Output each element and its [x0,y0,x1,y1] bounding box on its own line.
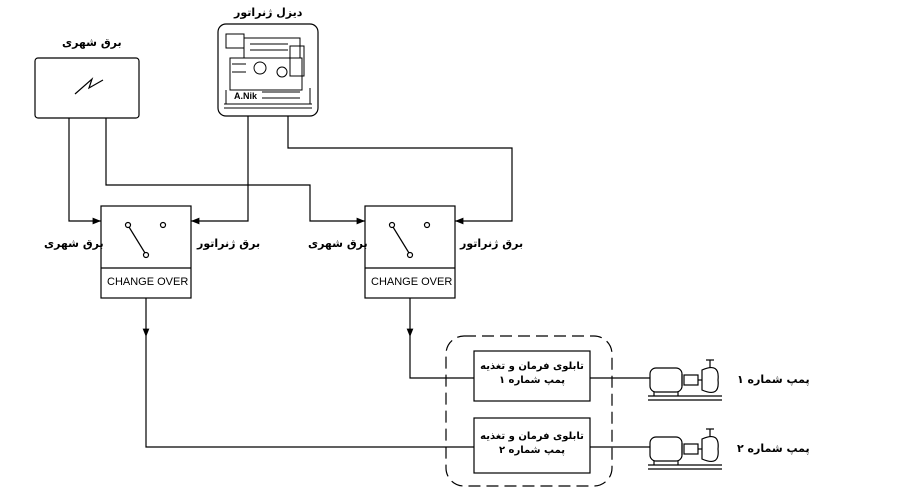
city-power-box [34,57,140,119]
control-panel-2 [473,417,591,474]
wire-gen-to-co1 [191,116,249,225]
co2-generator-input-label: برق ژنراتور [460,237,524,250]
pump-2-icon [648,428,722,470]
wire-co2-to-panel1 [406,298,474,379]
wire-co1-to-panel2 [142,298,474,448]
diesel-generator-box [217,23,319,117]
co2-label: CHANGE OVER [371,276,453,288]
panel-2-label: تابلوی فرمان و تغذیه پمپ شماره ۲ [474,430,590,458]
pump-1-icon [648,359,722,401]
co1-city-input-label: برق شهری [44,237,104,250]
change-over-switch-2 [364,205,456,299]
wire-gen-to-co2 [287,116,513,225]
co1-generator-input-label: برق ژنراتور [197,237,261,250]
panel-enclosure [445,335,613,487]
panel-1-label: تابلوی فرمان و تغذیه پمپ شماره ۱ [474,360,590,388]
lightning-icon [74,77,104,95]
panel-2-line2: پمپ شماره ۲ [498,445,566,456]
control-panel-1 [473,350,591,402]
diesel-generator-title: دیزل ژنراتور [234,6,303,19]
pump-1-label: پمپ شماره ۱ [737,373,810,386]
panel-2-line1: تابلوی فرمان و تغذیه [480,431,584,442]
generator-icon [224,33,312,109]
co1-label: CHANGE OVER [107,276,189,288]
panel-1-line1: تابلوی فرمان و تغذیه [480,361,584,372]
city-power-title: برق شهری [62,36,122,49]
panel-1-line2: پمپ شماره ۱ [498,375,566,386]
wire-city-to-co2 [105,118,365,225]
pump-2-label: پمپ شماره ۲ [737,442,810,455]
co2-city-input-label: برق شهری [308,237,368,250]
wire-city-to-co1 [68,118,101,225]
generator-signature: A.Nik [234,91,258,101]
